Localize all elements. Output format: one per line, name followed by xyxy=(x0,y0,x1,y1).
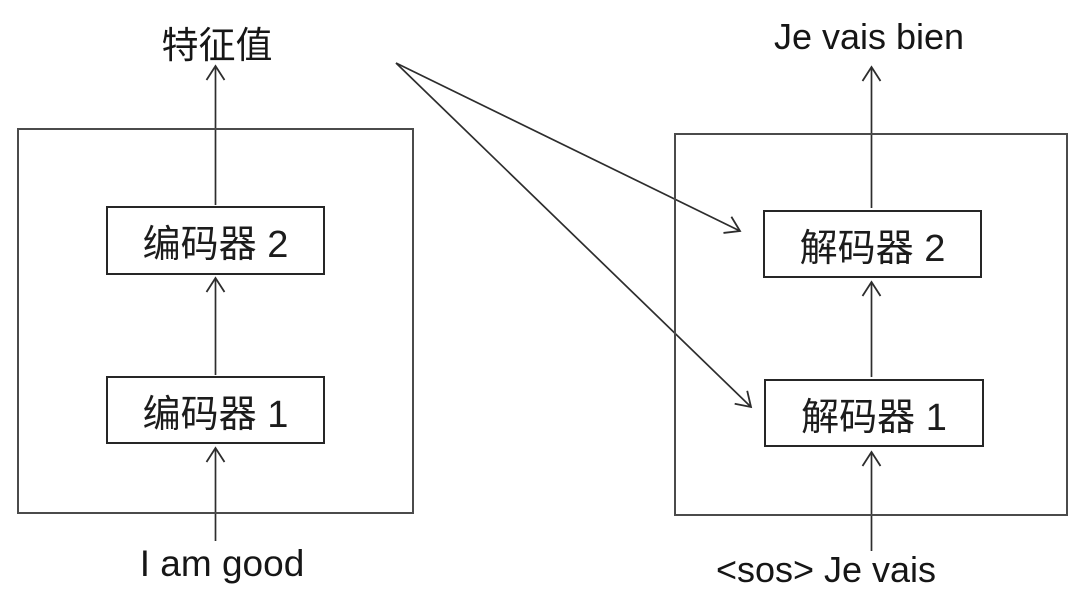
decoder-2-label: 解码器 2 xyxy=(799,227,946,270)
encoder-input-label: I am good xyxy=(139,543,305,584)
decoder-1-block: 解码器 1 xyxy=(764,379,984,447)
feature-value-label: 特征值 xyxy=(161,25,273,66)
decoder-1-label: 解码器 1 xyxy=(801,396,947,439)
encoder-stack-box xyxy=(17,128,414,514)
encoder-1-label: 编码器 1 xyxy=(142,393,289,436)
encoder-2-label: 编码器 2 xyxy=(142,224,289,266)
decoder-2-block: 解码器 2 xyxy=(763,210,982,278)
feature-to-decoder1-arrow xyxy=(395,62,753,409)
feature-to-decoder2-arrow xyxy=(395,62,742,234)
encoder-2-block: 编码器 2 xyxy=(106,206,325,275)
decoder-output-label: Je vais bien xyxy=(773,16,965,57)
encoder-1-block: 编码器 1 xyxy=(106,376,325,444)
decoder-stack-box xyxy=(674,133,1068,516)
decoder-input-label: <sos> Je vais xyxy=(715,549,937,590)
